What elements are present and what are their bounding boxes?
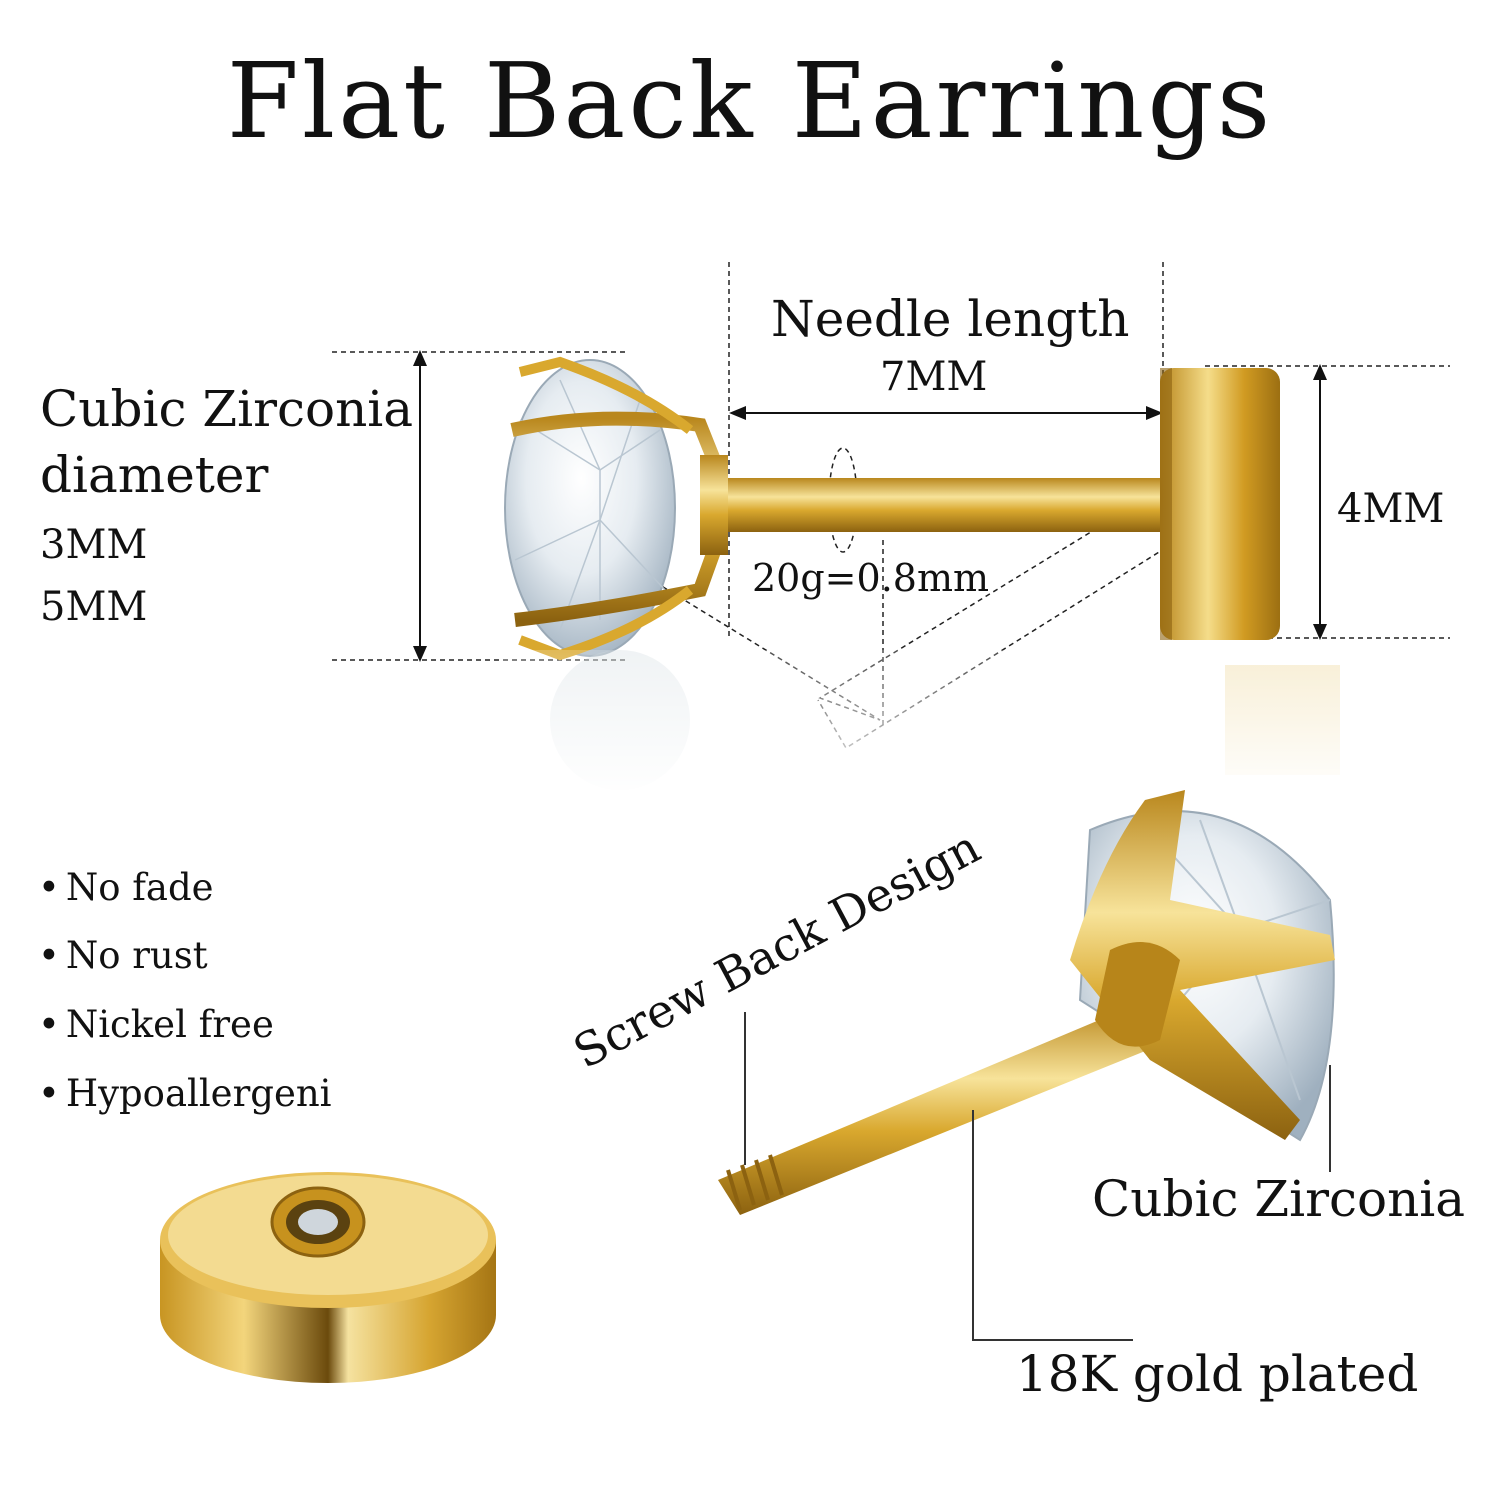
- feature-item: Hypoallergeni: [38, 1072, 332, 1115]
- callout-lines: [744, 1012, 1331, 1341]
- reflection-fade: [500, 650, 1380, 800]
- side-view-earring: [504, 356, 1280, 661]
- stone-label-line2: diameter: [40, 446, 269, 504]
- back-height-value: 4MM: [1337, 486, 1445, 532]
- needle-length-label: Needle length: [771, 290, 1130, 348]
- stone-label-line1: Cubic Zirconia: [40, 380, 414, 438]
- page-title: Flat Back Earrings: [226, 40, 1274, 162]
- feature-item: Nickel free: [38, 1003, 274, 1046]
- screw-back-disc: [160, 1172, 496, 1383]
- feature-item: No fade: [38, 866, 214, 909]
- stone-size-large: 5MM: [40, 584, 148, 630]
- feature-item: No rust: [38, 934, 208, 977]
- stone-size-small: 3MM: [40, 522, 148, 568]
- needle-length-value: 7MM: [880, 354, 988, 400]
- dimension-arrows: [413, 350, 1327, 662]
- angled-earring: [718, 790, 1335, 1215]
- stone-callout: Cubic Zirconia: [1092, 1170, 1466, 1228]
- gauge-label: 20g=0.8mm: [752, 556, 990, 600]
- plating-callout: 18K gold plated: [1016, 1345, 1419, 1403]
